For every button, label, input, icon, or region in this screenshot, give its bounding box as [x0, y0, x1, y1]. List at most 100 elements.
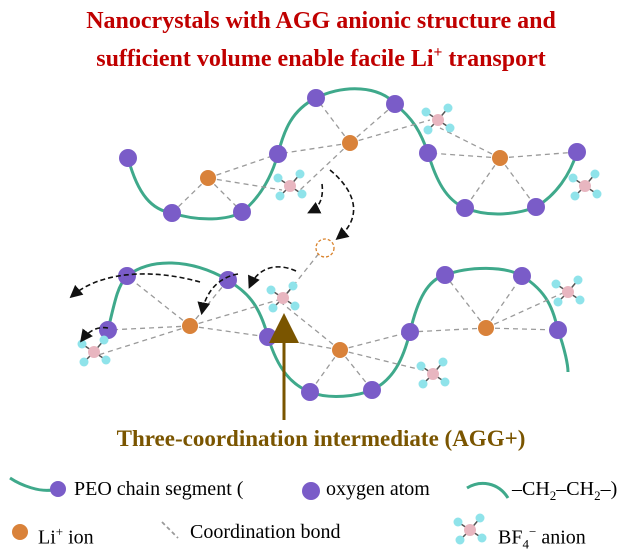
fluorine-atom	[592, 189, 602, 199]
legend-bond-glyph	[161, 521, 179, 539]
fluorine-atom	[290, 301, 300, 311]
fluorine-atom	[421, 107, 431, 117]
fluorine-atom	[79, 357, 89, 367]
legend-peo-glyph	[9, 476, 53, 492]
legend-oxygen-label: oxygen atom	[326, 478, 430, 500]
fluorine-atom	[288, 281, 298, 291]
fluorine-atom	[573, 275, 583, 285]
fluorine-atom	[273, 173, 283, 183]
legend-glyphs	[9, 476, 510, 545]
coordination-bonds	[94, 97, 578, 393]
li-ion	[332, 342, 348, 358]
oxygen-atom	[259, 328, 277, 346]
legend-oxygen-glyph	[302, 482, 320, 500]
fluorine-atom	[553, 297, 563, 307]
bf4-anion	[421, 103, 455, 135]
migration-arrow	[307, 183, 324, 214]
migration-arrow	[329, 169, 355, 241]
bf4-anion	[453, 513, 487, 545]
oxygen-atom	[436, 266, 454, 284]
fluorine-atom	[438, 357, 448, 367]
li-ion	[200, 170, 216, 186]
migration-arrow	[80, 326, 109, 343]
bf4-anion	[273, 169, 307, 201]
bf4-anion	[266, 281, 300, 313]
bf4-anions	[77, 103, 602, 389]
boron-atom	[464, 524, 476, 536]
legend-li-glyph	[12, 524, 28, 540]
bf4-anion	[551, 275, 585, 307]
fluorine-atom	[99, 335, 109, 345]
fluorine-atom	[443, 103, 453, 113]
li-vacancy	[315, 238, 335, 258]
boron-atom	[427, 368, 439, 380]
li-ion	[182, 318, 198, 334]
fluorine-atom	[275, 191, 285, 201]
oxygen-atom	[456, 199, 474, 217]
boron-atom	[88, 346, 100, 358]
oxygen-atom	[219, 271, 237, 289]
boron-atom	[284, 180, 296, 192]
fluorine-atom	[416, 361, 426, 371]
fluorine-atom	[575, 295, 585, 305]
annotation-label: Three-coordination intermediate (AGG+)	[116, 426, 526, 451]
fluorine-atom	[455, 535, 465, 545]
migration-arrow	[197, 273, 239, 316]
legend-coordination-label: Coordination bond	[190, 521, 341, 543]
migration-arrow	[248, 266, 297, 289]
fluorine-atom	[297, 189, 307, 199]
fluorine-atom	[475, 513, 485, 523]
oxygen-atom	[513, 267, 531, 285]
legend-ch2-label: –CH2–CH2–)	[512, 478, 618, 503]
lithium-ions	[182, 135, 508, 358]
oxygen-atom	[119, 149, 137, 167]
oxygen-atom	[363, 381, 381, 399]
boron-atom	[579, 180, 591, 192]
fluorine-atom	[477, 533, 487, 543]
legend-peo-label: PEO chain segment (	[74, 478, 244, 500]
boron-atom	[562, 286, 574, 298]
legend-bf4-label: BF4− anion	[498, 524, 586, 552]
li-ion	[478, 320, 494, 336]
fluorine-atom	[295, 169, 305, 179]
oxygen-atom	[163, 204, 181, 222]
bf4-anion	[416, 357, 450, 389]
fluorine-atom	[570, 191, 580, 201]
oxygen-atom	[527, 198, 545, 216]
fluorine-atom	[453, 517, 463, 527]
fluorine-atom	[101, 355, 111, 365]
fluorine-atom	[418, 379, 428, 389]
oxygen-atom	[568, 143, 586, 161]
oxygen-atom	[401, 323, 419, 341]
fluorine-atom	[423, 125, 433, 135]
boron-atom	[432, 114, 444, 126]
fluorine-atom	[445, 123, 455, 133]
oxygen-atom	[419, 144, 437, 162]
fluorine-atom	[590, 169, 600, 179]
fluorine-atom	[551, 279, 561, 289]
legend-ch2-glyph	[466, 481, 510, 499]
fluorine-atom	[440, 377, 450, 387]
oxygen-atom	[386, 95, 404, 113]
legend-li-label: Li+ ion	[38, 524, 94, 549]
title-line-1: Nanocrystals with AGG anionic structure …	[86, 8, 556, 34]
migration-arrow	[69, 273, 201, 299]
fluorine-atom	[568, 173, 578, 183]
oxygen-atom	[307, 89, 325, 107]
legend-bf4-glyph	[453, 513, 487, 545]
oxygen-atom	[99, 321, 117, 339]
bf4-anion	[568, 169, 602, 201]
oxygen-atom	[269, 145, 287, 163]
oxygen-atom	[118, 267, 136, 285]
peo-chain-top	[126, 87, 579, 221]
oxygen-atom	[233, 203, 251, 221]
fluorine-atom	[266, 285, 276, 295]
fluorine-atom	[268, 303, 278, 313]
li-ion	[492, 150, 508, 166]
fluorine-atom	[77, 339, 87, 349]
oxygen-atom	[301, 383, 319, 401]
oxygen-atom	[549, 321, 567, 339]
legend-peo-oxygen	[50, 481, 66, 497]
oxygen-atoms	[99, 89, 586, 401]
